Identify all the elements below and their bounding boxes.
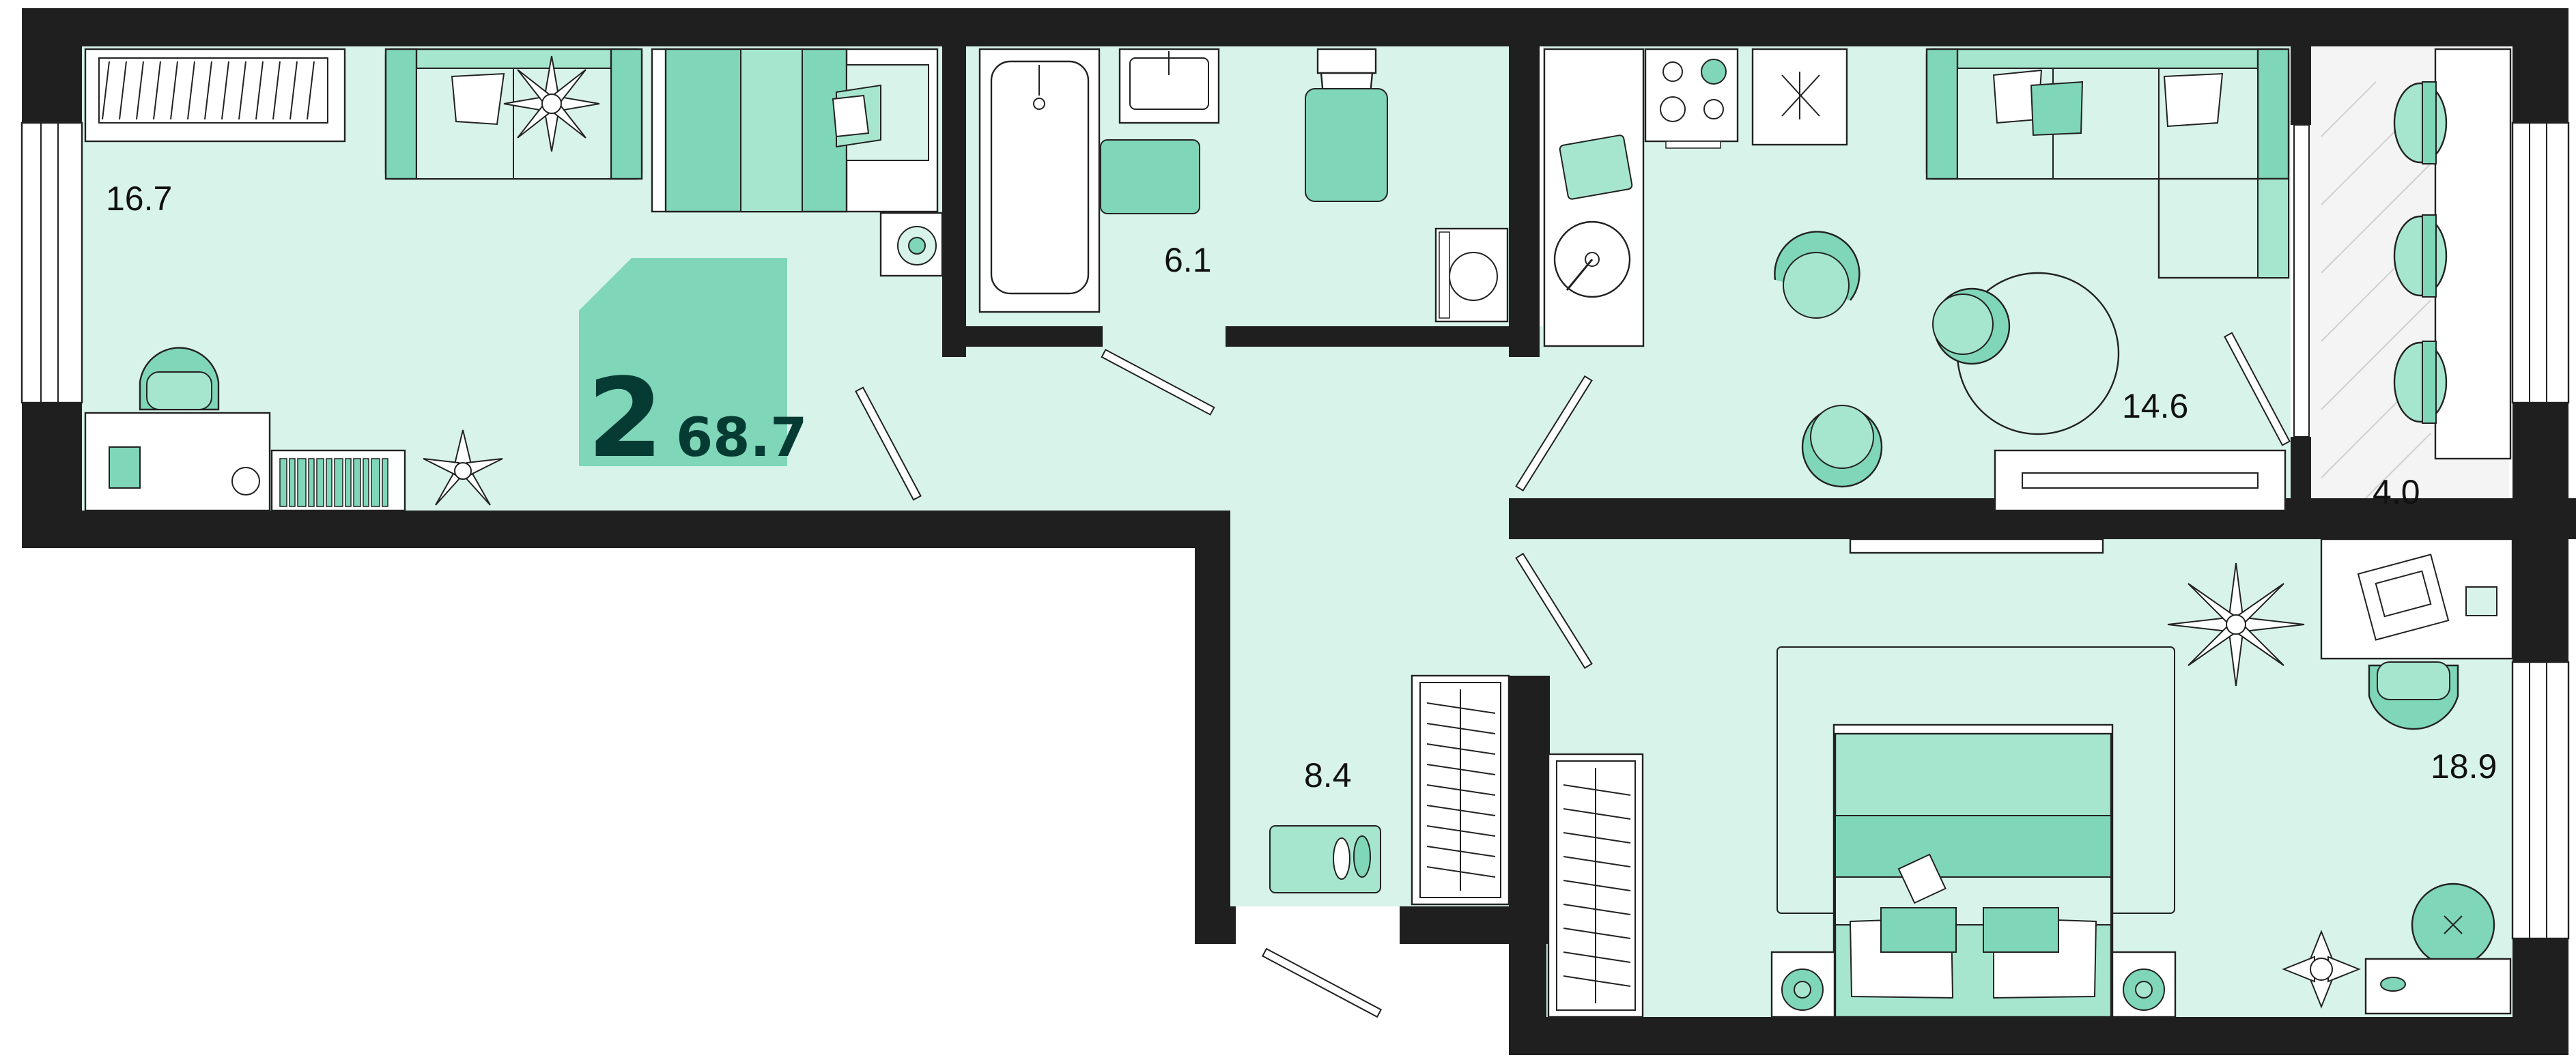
bathroom-area: 6.1 — [1164, 241, 1212, 279]
living-room-area: 16.7 — [106, 180, 172, 218]
dining-table-icon — [1774, 231, 2120, 488]
plant-icon — [503, 55, 600, 152]
balcony-area: 4.0 — [2373, 473, 2420, 511]
pillow-icon — [2030, 81, 2084, 137]
wardrobe-icon — [1547, 753, 1644, 1018]
window-icon — [20, 121, 2570, 940]
bookshelf-icon — [270, 449, 406, 512]
bedroom-area: 18.9 — [2431, 747, 2497, 786]
tv-stand-icon — [1849, 538, 2104, 554]
plant-icon — [2282, 930, 2361, 1009]
chair-icon — [1801, 405, 1883, 488]
desk-icon — [2320, 538, 2514, 660]
kitchen-area: 14.6 — [2122, 387, 2188, 425]
plant-icon — [423, 429, 503, 506]
bath-mat-icon — [1100, 139, 1200, 214]
shoe-mat-icon — [1269, 825, 1381, 893]
chair-icon — [2393, 214, 2448, 298]
stove-icon — [1644, 48, 1739, 149]
bathtub-icon — [978, 48, 1101, 313]
pillow-icon — [1880, 907, 1957, 953]
tv-stand-icon — [1994, 449, 2287, 512]
door-icon — [855, 332, 2291, 1018]
nightstand-icon — [1770, 951, 2177, 1018]
area-badge: 2 68.7 — [579, 258, 807, 482]
chair-icon — [1774, 231, 1860, 319]
sink-icon — [1118, 48, 1220, 124]
pillow-icon — [451, 72, 505, 126]
rooms-count: 2 — [587, 354, 663, 482]
chair-icon — [1932, 287, 2011, 365]
walls — [22, 8, 2576, 1055]
toilet-icon — [1305, 48, 1388, 202]
bed-icon — [651, 48, 944, 277]
pillow-icon — [2163, 72, 2224, 128]
chair-icon — [2393, 341, 2448, 424]
bed-icon — [1832, 723, 2114, 1018]
book-icon — [1897, 853, 1947, 904]
side-table-icon — [2364, 882, 2512, 1015]
wardrobe-icon — [1411, 674, 1510, 906]
chair-icon — [139, 347, 220, 411]
fridge-icon — [1751, 48, 1848, 146]
pillow-icon — [832, 94, 870, 138]
sofa-icon — [384, 48, 643, 180]
chair-icon — [2368, 661, 2459, 730]
plant-icon — [2167, 562, 2305, 687]
total-area: 68.7 — [676, 407, 807, 469]
room-labels: 16.7 6.1 14.6 4.0 8.4 18.9 — [106, 180, 2497, 794]
laptop-icon — [2357, 554, 2450, 641]
desk-icon — [84, 412, 271, 512]
balcony-furniture — [2393, 48, 2512, 460]
hallway-area: 8.4 — [1304, 756, 1352, 794]
sofa-icon — [1925, 48, 2290, 279]
chair-icon — [2393, 81, 2448, 164]
corridor-floor — [942, 326, 1543, 521]
wardrobe-icon — [84, 48, 346, 143]
kitchen-counter-icon — [1543, 48, 1645, 347]
washing-machine-icon — [1434, 227, 1509, 323]
pillow-icon — [1983, 907, 2059, 953]
